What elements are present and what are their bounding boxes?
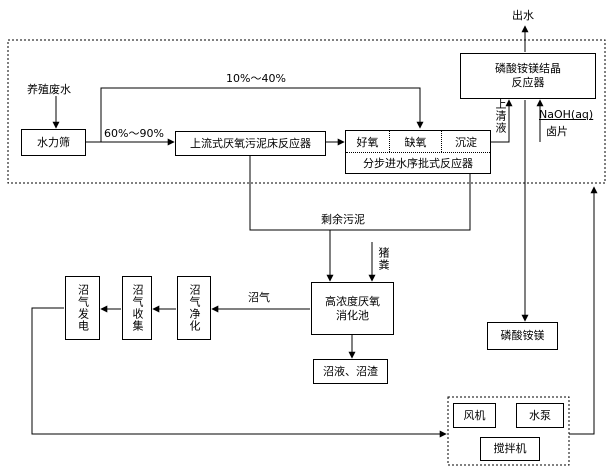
- digestate-node: 沼液、沼渣: [313, 359, 388, 384]
- mixer-node: 搅拌机: [480, 437, 540, 461]
- bypass-line: [100, 87, 424, 142]
- surplus-sludge-label: 剩余污泥: [321, 213, 365, 226]
- brine-label: 卤片: [546, 125, 568, 138]
- bypass-ratio-label: 10%～40%: [226, 72, 286, 85]
- sbr-aerobic-stage: 好氧: [346, 131, 390, 152]
- biogas-power-node: 沼气发电: [65, 276, 100, 340]
- naoh-label: NaOH(aq): [539, 108, 594, 121]
- biogas-purify-node: 沼气净化: [177, 276, 211, 340]
- pig-manure-label: 猪粪: [377, 247, 390, 271]
- equipment-boundary: [447, 396, 570, 466]
- struvite-product-node: 磷酸铵镁: [487, 322, 558, 350]
- struvite-reactor-node: 磷酸铵镁结晶 反应器: [460, 53, 596, 99]
- supernatant-line: [491, 99, 513, 143]
- hydraulic-screen-node: 水力筛: [21, 129, 86, 156]
- biogas-collect-node: 沼气收集: [122, 276, 152, 340]
- digester-node: 高浓度厌氧 消化池: [311, 282, 394, 335]
- sbr-stage-row: 好氧 缺氧 沉淀: [346, 131, 490, 153]
- power-to-equipment-line: [31, 307, 447, 438]
- sbr-node: 好氧 缺氧 沉淀 分步进水序批式反应器: [345, 130, 491, 174]
- pump-node: 水泵: [516, 403, 564, 428]
- sbr-settle-stage: 沉淀: [455, 135, 477, 149]
- outlet-water-label: 出水: [512, 9, 534, 22]
- supernatant-label: 上清液: [494, 98, 507, 134]
- sbr-anoxic-stage: 缺氧: [390, 131, 442, 152]
- wastewater-label: 养殖废水: [27, 83, 71, 96]
- equipment-to-plant-line: [569, 186, 598, 435]
- sludge-left-line: [249, 156, 334, 282]
- uasb-node: 上流式厌氧污泥床反应器: [175, 131, 326, 156]
- fan-node: 风机: [453, 403, 496, 428]
- main-ratio-label: 60%～90%: [104, 127, 164, 140]
- sludge-right-line: [330, 174, 471, 231]
- biogas-label: 沼气: [248, 291, 270, 304]
- treatment-boundary: [7, 39, 606, 184]
- sbr-title: 分步进水序批式反应器: [363, 156, 473, 170]
